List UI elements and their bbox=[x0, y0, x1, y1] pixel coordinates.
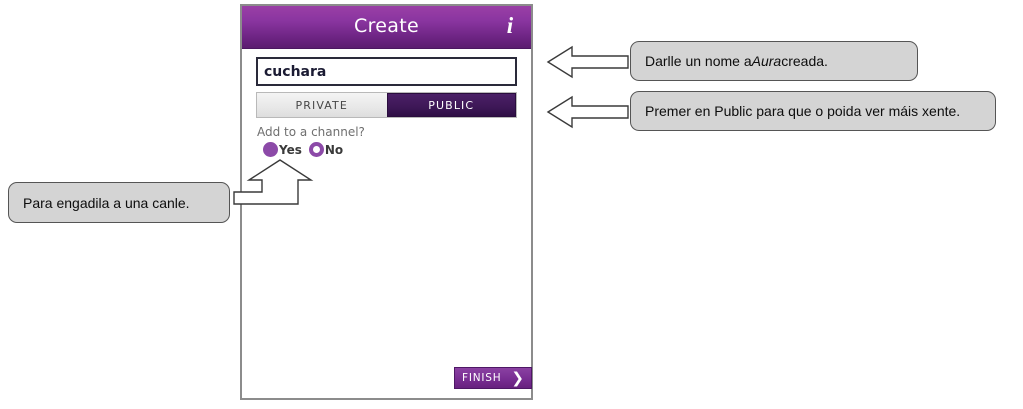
privacy-toggle[interactable]: PRIVATE PUBLIC bbox=[256, 92, 517, 118]
page-title: Create bbox=[354, 15, 419, 37]
callout-channel-instruction: Para engadila a una canle. bbox=[8, 182, 230, 223]
radio-label-no: No bbox=[324, 142, 344, 157]
callout-public-instruction: Premer en Public para que o poida ver má… bbox=[630, 91, 996, 131]
callout-name-text-2: creada. bbox=[781, 53, 828, 69]
radio-unselected-icon[interactable] bbox=[308, 142, 324, 157]
callout-name-text-italic: Aura bbox=[751, 53, 782, 69]
radio-option-no[interactable]: No bbox=[308, 142, 344, 157]
app-window: Create i PRIVATE PUBLIC Add to a channel… bbox=[240, 4, 533, 400]
annotation-arrow-left-public bbox=[546, 95, 629, 129]
channel-question-label: Add to a channel? bbox=[257, 125, 365, 139]
info-icon[interactable]: i bbox=[506, 13, 514, 38]
aura-name-input[interactable] bbox=[256, 57, 517, 86]
annotation-arrow-bent-up-channel bbox=[233, 159, 314, 205]
app-header: Create i bbox=[242, 6, 531, 49]
chevron-right-icon: ❯ bbox=[511, 368, 524, 387]
radio-selected-icon[interactable] bbox=[263, 142, 278, 157]
tab-private[interactable]: PRIVATE bbox=[257, 93, 387, 117]
callout-name-text-1: Darlle un nome a bbox=[645, 53, 752, 69]
finish-button[interactable]: FINISH ❯ bbox=[454, 367, 532, 389]
annotation-arrow-left-name bbox=[546, 45, 629, 79]
name-field-wrapper bbox=[256, 57, 517, 86]
radio-label-yes: Yes bbox=[279, 142, 302, 157]
callout-name-instruction: Darlle un nome a Aura creada. bbox=[630, 41, 918, 81]
radio-option-yes[interactable]: Yes bbox=[263, 142, 302, 157]
channel-radio-group[interactable]: Yes No bbox=[263, 142, 343, 157]
tab-public[interactable]: PUBLIC bbox=[386, 93, 516, 117]
finish-button-label: FINISH bbox=[462, 372, 502, 384]
